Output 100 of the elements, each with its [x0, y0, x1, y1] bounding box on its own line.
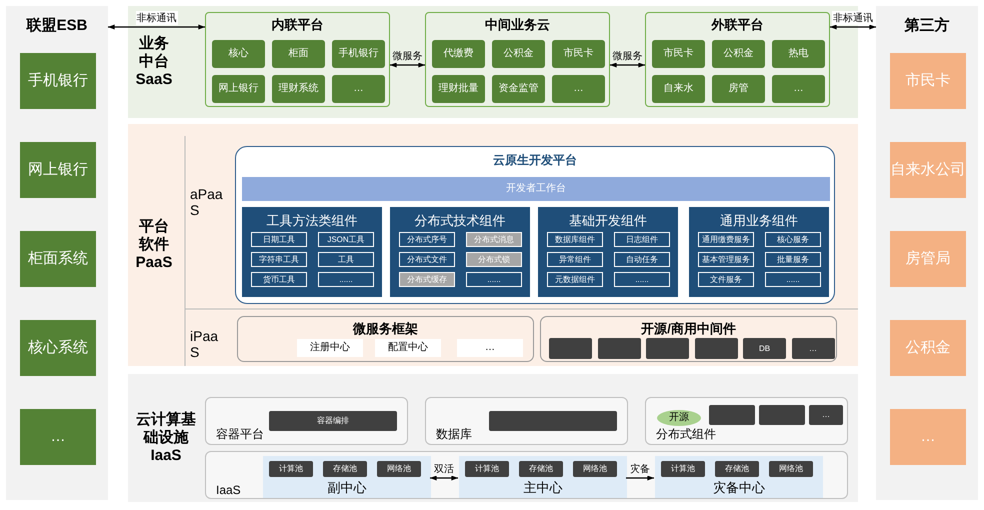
service-tag: 手机银行 [332, 40, 385, 68]
service-tag: 网上银行 [212, 75, 265, 103]
service-tag: 热电 [772, 40, 825, 68]
system-box: 柜面系统 [20, 231, 96, 287]
component-tag: 数据库组件 [547, 232, 603, 247]
component-tag: 字符串工具 [251, 252, 307, 267]
component-tag: 工具 [318, 252, 374, 267]
component-tag: JSON工具 [318, 232, 374, 247]
service-tag: 理财批量 [432, 75, 485, 103]
component-group [538, 207, 678, 297]
region-title: 灾备中心 [712, 479, 766, 497]
resource-pool-tag: 计算池 [269, 461, 313, 477]
layer-label: aPaaS [190, 186, 224, 218]
resource-pool-tag: 计算池 [465, 461, 509, 477]
panel-title: 外联平台 [710, 16, 764, 34]
middleware-tag: … [792, 338, 834, 359]
layer-band [128, 124, 858, 366]
edge-label: 非标通讯 [832, 11, 874, 25]
middleware-tag: 容器编排 [269, 411, 397, 431]
infrastructure-panel [645, 397, 848, 445]
service-tag: 理财系统 [272, 75, 325, 103]
system-box: 核心系统 [20, 320, 96, 376]
panel-title: 数据库 [436, 426, 472, 443]
resource-pool-tag: 存储池 [323, 461, 367, 477]
service-tag: 柜面 [272, 40, 325, 68]
edge-label: 非标通讯 [136, 11, 178, 25]
edge-label: 灾备 [629, 462, 651, 476]
module-tag: … [457, 339, 523, 357]
layer-label: iPaaS [190, 328, 220, 360]
edge-label: 双活 [433, 462, 455, 476]
label-pill: 开源 [657, 410, 701, 426]
panel-title: IaaS [216, 483, 241, 497]
component-tag: 元数据组件 [547, 272, 603, 287]
resource-pool-tag: 存储池 [715, 461, 759, 477]
partner-box: 公积金 [890, 320, 966, 376]
column-panel [6, 6, 108, 500]
panel-title: 分布式组件 [656, 426, 716, 443]
middleware-tag [598, 338, 640, 359]
service-tag: … [552, 75, 605, 103]
resource-pool-tag: 计算池 [661, 461, 705, 477]
workbench-bar: 开发者工作台 [242, 177, 830, 201]
platform-panel [205, 12, 390, 107]
component-tag: ...... [466, 272, 522, 287]
component-group [242, 207, 382, 297]
panel-title: 中间业务云 [484, 16, 551, 34]
platform-panel [645, 12, 830, 107]
component-tag: 分布式序号 [399, 232, 455, 247]
column-panel [876, 6, 978, 500]
module-tag: 配置中心 [375, 339, 441, 357]
panel-title: 云原生开发平台 [492, 152, 578, 169]
middleware-tag [489, 411, 617, 431]
panel-title: 第三方 [904, 16, 950, 35]
system-box: … [20, 409, 96, 465]
arrow [390, 62, 425, 68]
middleware-tag [549, 338, 592, 359]
layer-title: 业务中台SaaS [135, 35, 173, 89]
middleware-tag [694, 338, 738, 359]
component-tag: 分布式文件 [399, 252, 455, 267]
panel-title: 开源/商用中间件 [640, 320, 737, 338]
service-tag: 资金监管 [492, 75, 545, 103]
component-tag: 异常组件 [547, 252, 603, 267]
framework-panel [540, 316, 837, 362]
infrastructure-panel [425, 397, 628, 445]
partner-box: 市民卡 [890, 53, 966, 109]
component-tag: 分布式缓存 [399, 272, 455, 287]
component-tag: 分布式消息 [466, 232, 522, 247]
panel-title: 微服务框架 [352, 320, 419, 338]
component-tag: 文件服务 [698, 272, 754, 287]
service-tag: 核心 [212, 40, 265, 68]
service-tag: 公积金 [492, 40, 545, 68]
component-tag: 日期工具 [251, 232, 307, 247]
middleware-tag: DB [743, 338, 786, 359]
component-tag: 货币工具 [251, 272, 307, 287]
component-tag: 日志组件 [614, 232, 670, 247]
component-tag: 基本管理服务 [698, 252, 754, 267]
component-tag: 批量服务 [765, 252, 821, 267]
datacenter-region [263, 456, 431, 498]
arrow [610, 62, 645, 68]
region-title: 副中心 [326, 479, 368, 497]
infrastructure-panel [205, 451, 848, 499]
group-title: 基础开发组件 [568, 212, 648, 230]
edge-label: 微服务 [612, 49, 644, 63]
framework-panel [237, 316, 534, 362]
group-title: 通用业务组件 [719, 212, 799, 230]
service-tag: 房管 [712, 75, 765, 103]
arrow [430, 476, 458, 480]
panel-title: 内联平台 [270, 16, 324, 34]
infrastructure-panel [205, 397, 408, 445]
panel-title: 容器平台 [216, 426, 264, 443]
partner-box: 自来水公司 [890, 142, 966, 198]
layer-band [128, 374, 858, 502]
component-tag: ...... [614, 272, 670, 287]
service-tag: … [772, 75, 825, 103]
resource-pool-tag: 存储池 [519, 461, 563, 477]
arrow [626, 476, 654, 480]
region-title: 主中心 [522, 479, 564, 497]
component-tag: ...... [765, 272, 821, 287]
resource-pool-tag: 网络池 [573, 461, 617, 477]
service-tag: 代缴费 [432, 40, 485, 68]
partner-box: … [890, 409, 966, 465]
